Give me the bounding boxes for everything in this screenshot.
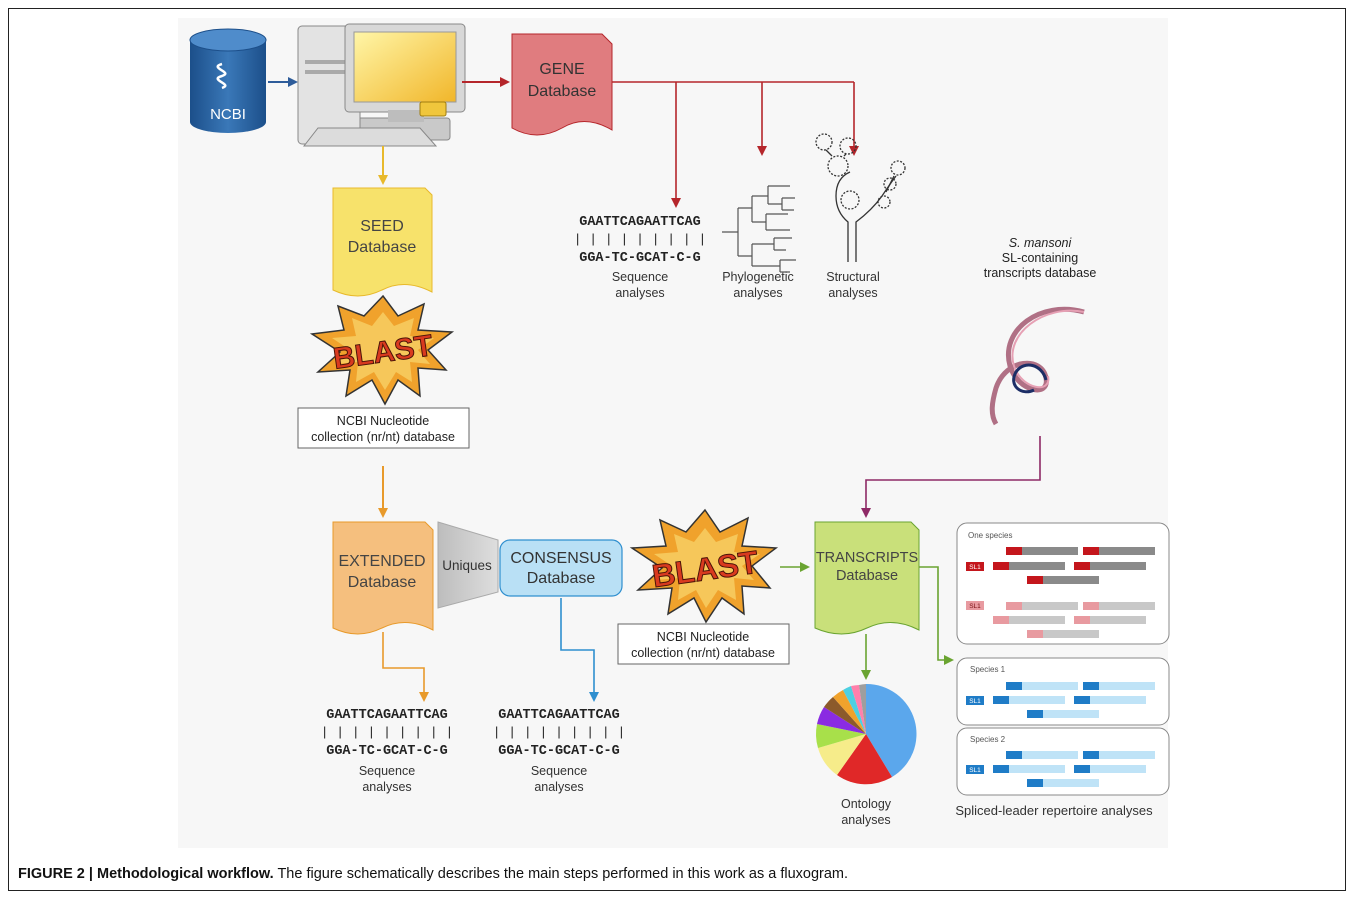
sl1-tag-a: SL1 [969, 564, 981, 571]
arrow-smansoni-to-transcripts [861, 436, 1041, 518]
extended-db-line2: Database [348, 574, 417, 591]
seq-bars: | | | | | | | | | [574, 232, 707, 247]
pie-slice-9 [851, 685, 866, 734]
ontology-pie-chart [815, 683, 917, 785]
seed-db-line1: SEED [360, 218, 404, 235]
pie-slice-6 [824, 697, 866, 734]
figure-caption: FIGURE 2 | Methodological workflow. The … [18, 866, 848, 882]
pie-slice-5 [817, 707, 866, 734]
gene-branch-arrows [612, 81, 859, 208]
transcripts-db-line1: TRANSCRIPTS [816, 550, 918, 566]
smansoni-line2: SL-containing [1002, 251, 1078, 265]
consensus-database-box: CONSENSUS Database [499, 539, 623, 597]
gene-sequence-alignment: GAATTCAGAATTCAG | | | | | | | | | GGA-TC… [574, 215, 707, 266]
consensus-db-line1: CONSENSUS [510, 550, 611, 567]
caption-text: The figure schematically describes the m… [273, 866, 849, 882]
extended-sequence-alignment: GAATTCAGAATTCAG | | | | | | | | | GGA-TC… [321, 708, 454, 759]
structural-analyses-line1: Structural [826, 270, 880, 284]
extended-db-line1: EXTENDED [338, 553, 425, 570]
nt-database-box-1: NCBI Nucleotide collection (nr/nt) datab… [297, 407, 470, 449]
svg-text:| | | | | | | | |: | | | | | | | | | [321, 725, 454, 740]
svg-text:GGA-TC-GCAT-C-G: GGA-TC-GCAT-C-G [498, 744, 620, 759]
blast-logo-1: BLAST [309, 294, 455, 406]
nt-db-1-line1: NCBI Nucleotide [337, 414, 429, 428]
pie-slice-3 [818, 734, 866, 775]
pie-slice-4 [815, 724, 866, 748]
arrow-extended-to-sequence [382, 632, 429, 702]
computer-icon [297, 23, 466, 147]
sl-panel-species-1: Species 1 SL1 [956, 657, 1170, 726]
pie-slice-7 [833, 690, 866, 734]
pie-slice-2 [837, 734, 892, 785]
ncbi-label: NCBI [210, 106, 246, 123]
consensus-sequence-alignment: GAATTCAGAATTCAG | | | | | | | | | GGA-TC… [493, 708, 626, 759]
transcripts-db-line2: Database [836, 568, 898, 584]
uniques-funnel: Uniques [437, 521, 499, 609]
sl1-tag-c: SL1 [969, 698, 981, 705]
one-species-label: One species [968, 531, 1012, 540]
sl1-tag-d: SL1 [969, 767, 981, 774]
smansoni-line3: transcripts database [984, 266, 1097, 280]
ontology-analyses-line1: Ontology [841, 797, 892, 811]
ncbi-database-icon: NCBI [189, 28, 267, 133]
uniques-label: Uniques [442, 558, 492, 573]
figure-frame [8, 8, 1346, 891]
gene-db-line1: GENE [539, 61, 584, 78]
pie-slice-8 [843, 686, 866, 734]
species2-label: Species 2 [970, 735, 1006, 744]
gene-sequence-analyses-line1: Sequence [612, 270, 668, 284]
consensus-db-line2: Database [527, 570, 596, 587]
nt-db-2-line2: collection (nr/nt) database [631, 646, 775, 660]
sl1-tag-b: SL1 [969, 603, 981, 610]
species1-label: Species 1 [970, 665, 1006, 674]
svg-text:GGA-TC-GCAT-C-G: GGA-TC-GCAT-C-G [326, 744, 448, 759]
extended-database-box: EXTENDED Database [332, 521, 434, 635]
gene-database-box: GENE Database [511, 33, 613, 136]
rna-structure-icon [815, 133, 906, 262]
extended-sequence-analyses-line1: Sequence [359, 764, 415, 778]
phylogenetic-analyses-line2: analyses [733, 286, 782, 300]
svg-text:| | | | | | | | |: | | | | | | | | | [493, 725, 626, 740]
nt-db-1-line2: collection (nr/nt) database [311, 430, 455, 444]
gene-sequence-analyses-line2: analyses [615, 286, 664, 300]
pie-slice-1 [866, 683, 917, 777]
phylogenetic-tree-icon [722, 185, 796, 273]
smansoni-line1: S. mansoni [1009, 236, 1073, 250]
svg-text:GAATTCAGAATTCAG: GAATTCAGAATTCAG [498, 708, 620, 723]
sl-panel-species-2: Species 2 SL1 [956, 727, 1170, 796]
seq-bottom: GGA-TC-GCAT-C-G [579, 251, 701, 266]
gene-db-line2: Database [528, 83, 597, 100]
consensus-sequence-analyses-line2: analyses [534, 780, 583, 794]
phylogenetic-analyses-line1: Phylogenetic [722, 270, 794, 284]
caption-bold: FIGURE 2 | Methodological workflow. [18, 866, 274, 882]
pie-slice-10 [859, 684, 866, 734]
svg-text:GAATTCAGAATTCAG: GAATTCAGAATTCAG [326, 708, 448, 723]
transcripts-database-box: TRANSCRIPTS Database [814, 521, 920, 635]
ontology-analyses-line2: analyses [841, 813, 890, 827]
nt-database-box-2: NCBI Nucleotide collection (nr/nt) datab… [617, 623, 790, 665]
seed-database-box: SEED Database [332, 187, 433, 297]
nt-db-2-line1: NCBI Nucleotide [657, 630, 749, 644]
sl-panel-one-species: One species SL1 SL1 [956, 522, 1170, 645]
structural-analyses-line2: analyses [828, 286, 877, 300]
consensus-sequence-analyses-line1: Sequence [531, 764, 587, 778]
blast-logo-2: BLAST [629, 508, 779, 624]
seed-db-line2: Database [348, 239, 417, 256]
schistosoma-worm-icon [989, 306, 1085, 426]
seq-top: GAATTCAGAATTCAG [579, 215, 701, 230]
arrow-transcripts-to-sl-analyses [919, 566, 954, 665]
extended-sequence-analyses-line2: analyses [362, 780, 411, 794]
arrow-consensus-to-sequence [560, 598, 599, 702]
spliced-leader-label: Spliced-leader repertoire analyses [955, 803, 1153, 818]
